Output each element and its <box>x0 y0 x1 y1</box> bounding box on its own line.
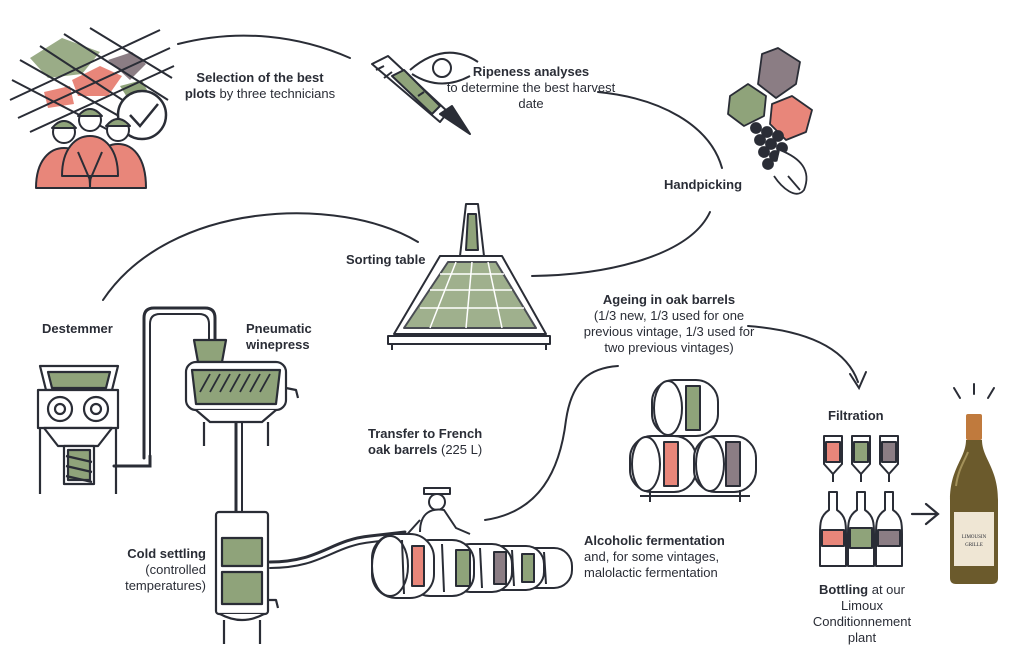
fermentation-barrels-icon <box>371 533 573 599</box>
step-selection-label: Selection of the best plots by three tec… <box>180 70 340 102</box>
step-handpicking-label: Handpicking <box>664 177 742 193</box>
step-ripeness-text: to determine the best harvest date <box>446 80 616 111</box>
destemmer-icon <box>36 364 120 494</box>
sorting-table-icon <box>387 203 551 350</box>
step-destemmer-title: Destemmer <box>42 321 113 336</box>
technicians-icon <box>35 108 147 189</box>
worker-icon <box>401 487 471 541</box>
step-settling-text: (controlled temperatures) <box>125 562 206 593</box>
step-fermentation-title: Alcoholic fermentation <box>584 533 725 548</box>
step-bottling-text: at our Limoux Conditionnement plant <box>812 582 912 645</box>
eye-icon <box>409 51 479 85</box>
step-press-label: Pneumatic winepress <box>246 321 328 353</box>
step-transfer-text: (225 L) <box>437 442 483 457</box>
step-settling-title: Cold settling <box>127 546 206 561</box>
step-bottling-title: Bottling <box>819 582 869 597</box>
step-ageing-title: Ageing in oak barrels <box>602 292 736 307</box>
bottle-label-line2: GRILLE <box>965 543 983 548</box>
ageing-barrels-icon <box>629 379 757 502</box>
winepress-icon <box>184 338 300 446</box>
wine-bottle-icon: LIMOUSIN GRILLE <box>950 383 998 584</box>
step-sorting-title: Sorting table <box>346 252 426 267</box>
step-sorting-label: Sorting table <box>346 252 425 268</box>
step-ageing-text: (1/3 new, 1/3 used for one previous vint… <box>583 308 755 355</box>
arrow-icon <box>910 502 940 526</box>
step-handpicking-title: Handpicking <box>664 177 743 192</box>
pipette-icon <box>371 55 471 135</box>
grape-bunch-icon <box>727 47 813 195</box>
flow-connectors <box>102 34 867 569</box>
step-bottling-label: Bottling at our Limoux Conditionnement p… <box>800 582 924 646</box>
step-transfer-label: Transfer to French oak barrels (225 L) <box>368 426 506 458</box>
step-destemmer-label: Destemmer <box>42 321 113 337</box>
step-transfer-title: Transfer to French oak barrels <box>368 426 483 457</box>
step-fermentation-text: and, for some vintages, malolactic ferme… <box>584 549 720 580</box>
step-press-title: Pneumatic winepress <box>246 321 312 352</box>
vineyard-plots-icon <box>9 27 175 137</box>
step-filtration-title: Filtration <box>828 408 884 423</box>
filter-icon <box>823 435 899 482</box>
bottles-icon <box>819 491 903 567</box>
step-ripeness-title: Ripeness analyses <box>472 64 590 79</box>
step-selection-text: by three technicians <box>215 86 336 101</box>
step-selection-title: Selection of the best plots <box>184 70 324 101</box>
step-filtration-label: Filtration <box>828 408 884 424</box>
step-settling-label: Cold settling(controlled temperatures) <box>100 546 206 594</box>
settling-tank-icon <box>214 510 280 644</box>
step-ageing-label: Ageing in oak barrels(1/3 new, 1/3 used … <box>576 292 762 356</box>
bottle-label-line1: LIMOUSIN <box>962 535 987 540</box>
